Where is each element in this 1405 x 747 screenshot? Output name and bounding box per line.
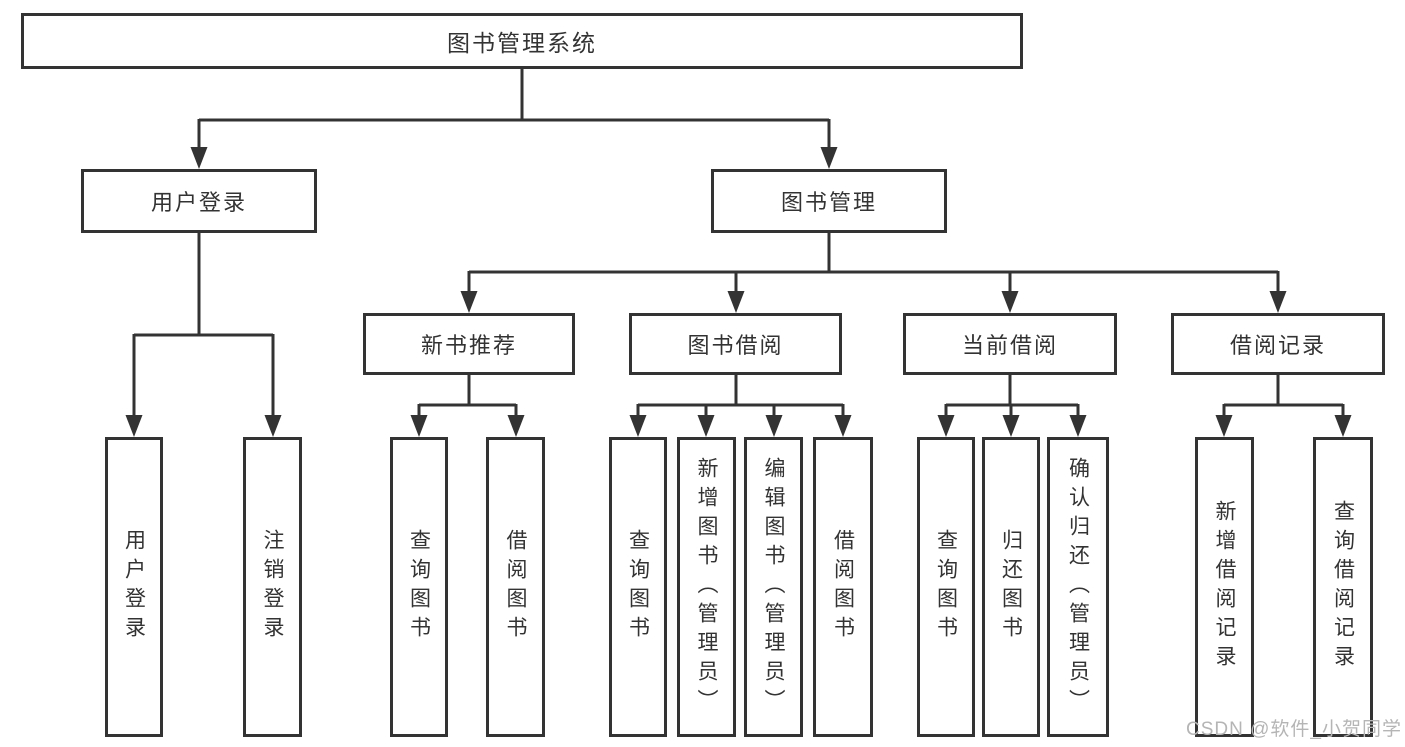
node-label: 当前借阅 [961,333,1058,358]
leaf-query-books-2: 查询图书 [609,437,667,737]
node-label: 新书推荐 [420,333,517,358]
node-new-book-recommend: 新书推荐 [363,313,575,375]
leaf-logout: 注销登录 [243,437,302,737]
node-label: 新增图书（管理员） [695,456,718,718]
leaf-borrow-books-2: 借阅图书 [813,437,873,737]
leaf-confirm-return-admin: 确认归还（管理员） [1047,437,1109,737]
node-label: 图书借阅 [687,333,784,358]
leaf-borrow-books-1: 借阅图书 [486,437,545,737]
node-label: 注销登录 [261,529,284,645]
leaf-edit-books-admin: 编辑图书（管理员） [744,437,803,737]
node-label: 编辑图书（管理员） [762,456,785,718]
node-label: 新增借阅记录 [1213,500,1236,674]
node-label: 查询图书 [626,529,650,645]
leaf-user-login: 用户登录 [105,437,163,737]
node-label: 用户登录 [150,190,247,215]
leaf-add-books-admin: 新增图书（管理员） [677,437,736,737]
leaf-query-borrow-record: 查询借阅记录 [1313,437,1373,737]
node-current-borrowing: 当前借阅 [903,313,1117,375]
node-book-management: 图书管理 [711,169,947,233]
leaf-add-borrow-record: 新增借阅记录 [1195,437,1254,737]
node-book-borrowing: 图书借阅 [629,313,842,375]
node-label: 借阅记录 [1229,333,1326,358]
node-label: 查询图书 [407,529,431,645]
node-label: 查询图书 [934,529,958,645]
node-label: 用户登录 [122,529,146,645]
leaf-query-books-3: 查询图书 [917,437,975,737]
node-label: 查询借阅记录 [1331,500,1355,674]
node-label: 归还图书 [999,529,1023,645]
leaf-query-books-1: 查询图书 [390,437,448,737]
leaf-return-books: 归还图书 [982,437,1040,737]
csdn-watermark: CSDN @软件_小贺同学 [1186,719,1402,740]
node-label: 借阅图书 [831,529,855,645]
node-library-management-system: 图书管理系统 [21,13,1023,69]
node-label: 借阅图书 [504,529,527,645]
node-label: 确认归还（管理员） [1066,456,1090,718]
node-user-login: 用户登录 [81,169,317,233]
arrowheads [125,147,1352,437]
node-label: 图书管理系统 [447,30,597,56]
node-label: 图书管理 [780,190,877,215]
node-borrowing-records: 借阅记录 [1171,313,1385,375]
